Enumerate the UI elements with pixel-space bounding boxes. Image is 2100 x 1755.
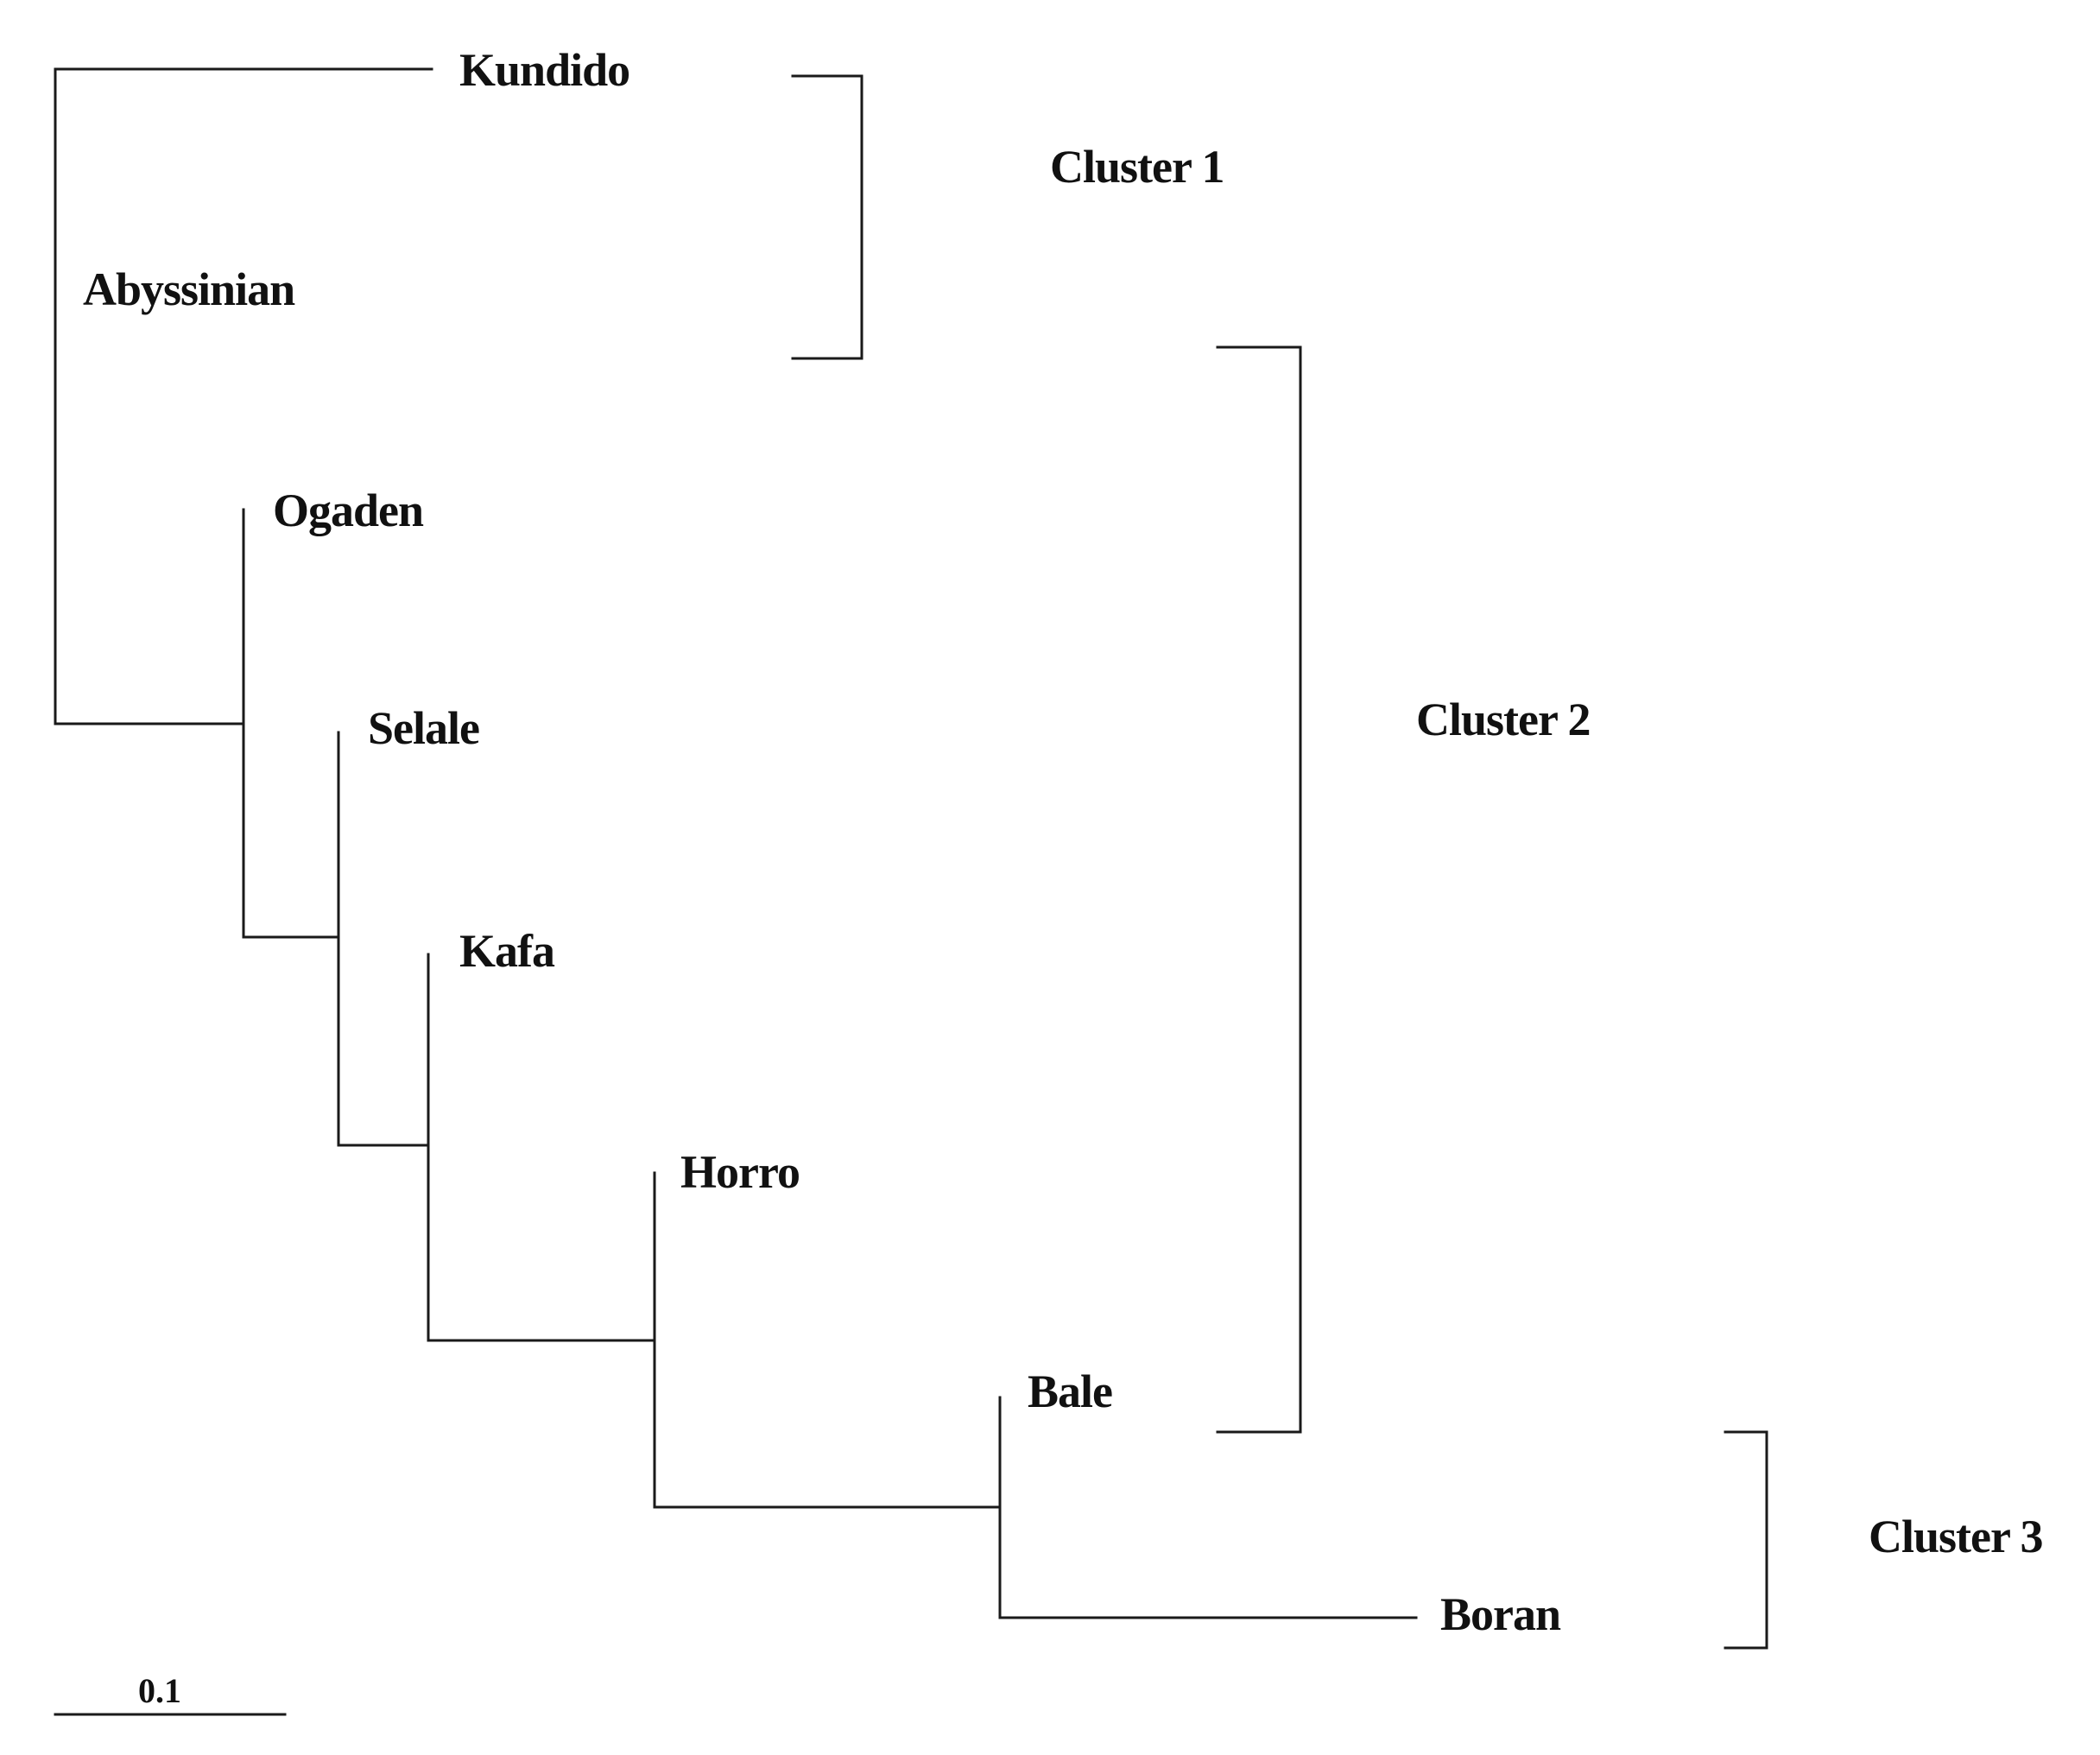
scale-bar-label: 0.1 [138,1671,181,1710]
cluster-label-1: Cluster 1 [1050,141,1224,193]
taxon-label-boran: Boran [1440,1588,1561,1640]
taxon-label-kafa: Kafa [459,925,555,977]
taxon-label-horro: Horro [680,1146,800,1198]
taxon-label-abyssinian: Abyssinian [83,263,295,315]
cluster-label-2: Cluster 2 [1416,694,1591,745]
taxon-label-bale: Bale [1028,1365,1113,1417]
taxon-label-kundido: Kundido [459,44,630,96]
taxon-label-selale: Selale [368,702,480,754]
taxon-label-ogaden: Ogaden [273,485,424,536]
cluster-label-3: Cluster 3 [1869,1511,2043,1562]
